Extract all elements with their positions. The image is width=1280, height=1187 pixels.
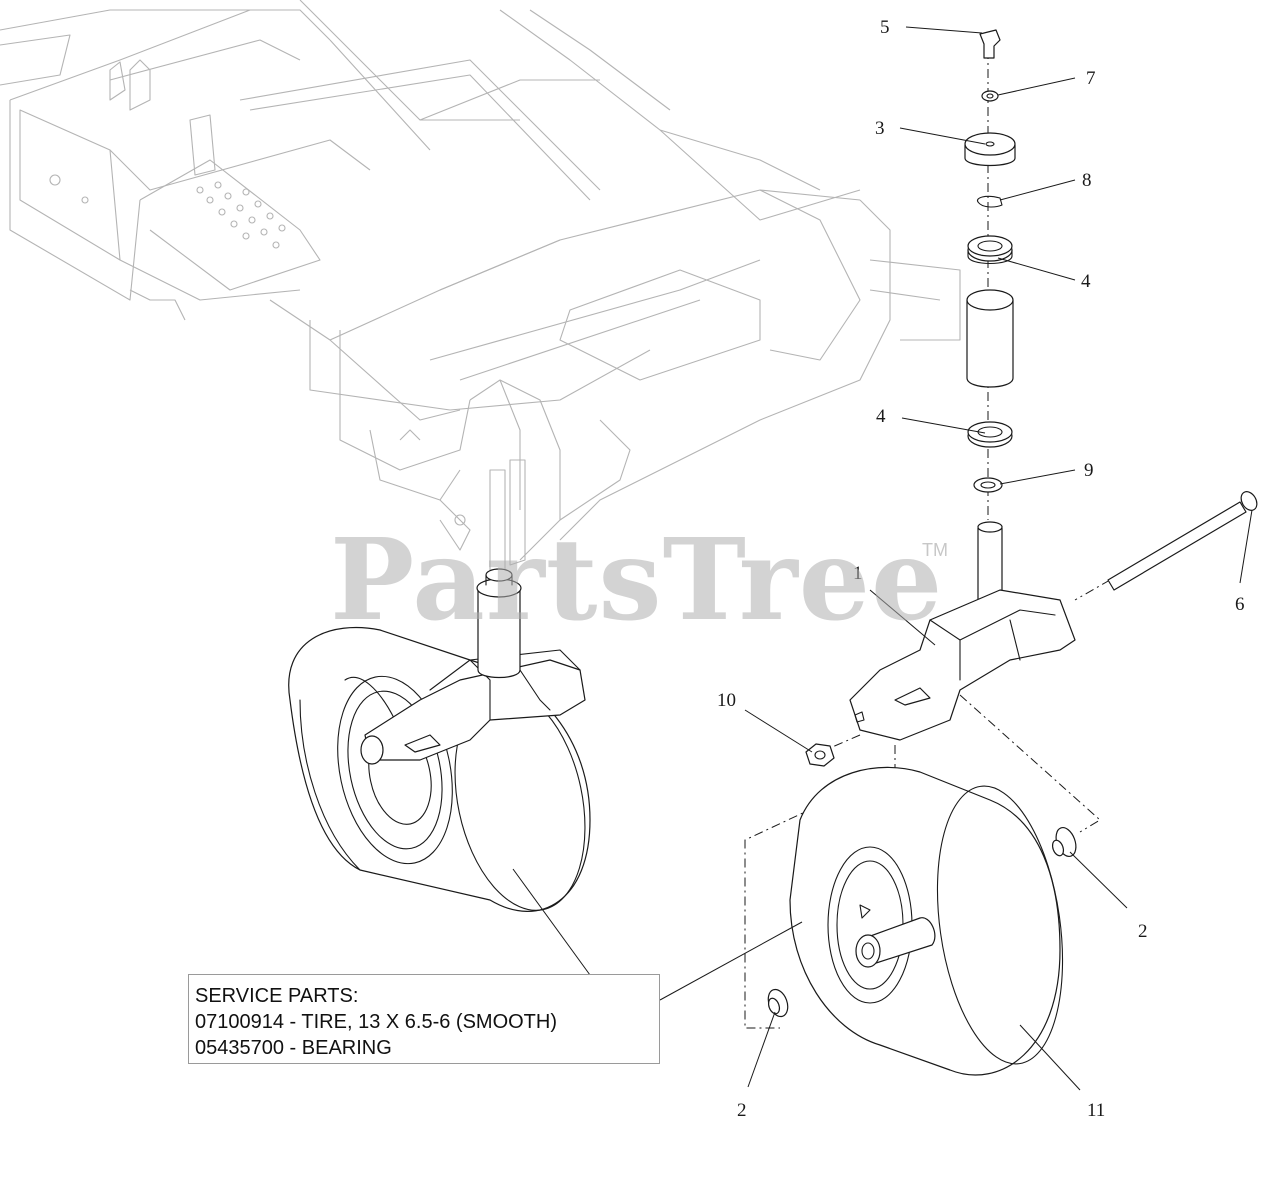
callout-7: 7 — [1086, 68, 1096, 89]
caster-fork — [829, 521, 1111, 749]
exploded-caster-stack — [964, 29, 1016, 520]
axle-bolt-6 — [1107, 491, 1258, 591]
wheel-bearing-2-right — [1051, 826, 1077, 858]
washer-9 — [973, 477, 1003, 493]
exploded-wheel — [744, 694, 1101, 1076]
callout-6: 6 — [1235, 594, 1245, 615]
watermark-trademark: TM — [922, 540, 948, 560]
bolt-5 — [979, 29, 1001, 59]
bearing-4-lower — [967, 421, 1013, 448]
callout-9: 9 — [1084, 460, 1094, 481]
assembled-caster-wheel — [288, 568, 591, 912]
flange-nut-10 — [805, 743, 835, 767]
callout-4-upper: 4 — [1081, 271, 1091, 292]
callout-3: 3 — [875, 118, 885, 139]
service-parts-heading: SERVICE PARTS: — [195, 985, 359, 1007]
lock-nut-7 — [981, 90, 999, 102]
key-8 — [976, 195, 1003, 208]
callout-11: 11 — [1087, 1100, 1105, 1121]
callout-2-left: 2 — [737, 1100, 747, 1121]
bearing-4-upper — [967, 235, 1013, 265]
callout-4-lower: 4 — [876, 406, 886, 427]
service-part-line: 07100914 - TIRE, 13 X 6.5-6 (SMOOTH) — [195, 1011, 558, 1033]
service-part-line: 05435700 - BEARING — [195, 1037, 392, 1059]
callout-5: 5 — [880, 17, 890, 38]
dust-cap-3 — [964, 132, 1016, 167]
callout-2-right: 2 — [1138, 921, 1148, 942]
callout-leaders — [512, 26, 1253, 1091]
service-parts-box: SERVICE PARTS: 07100914 - TIRE, 13 X 6.5… — [188, 974, 660, 1064]
callout-8: 8 — [1082, 170, 1092, 191]
mower-frame-ghost — [0, 0, 961, 571]
wheel-bearing-2-left — [767, 988, 789, 1018]
callout-labels: 5 7 3 8 4 4 9 1 6 10 2 2 11 — [717, 17, 1245, 1121]
frame-perforated-plate — [196, 181, 286, 249]
callout-1: 1 — [853, 563, 863, 584]
caster-sleeve — [966, 289, 1014, 388]
callout-10: 10 — [717, 690, 736, 711]
